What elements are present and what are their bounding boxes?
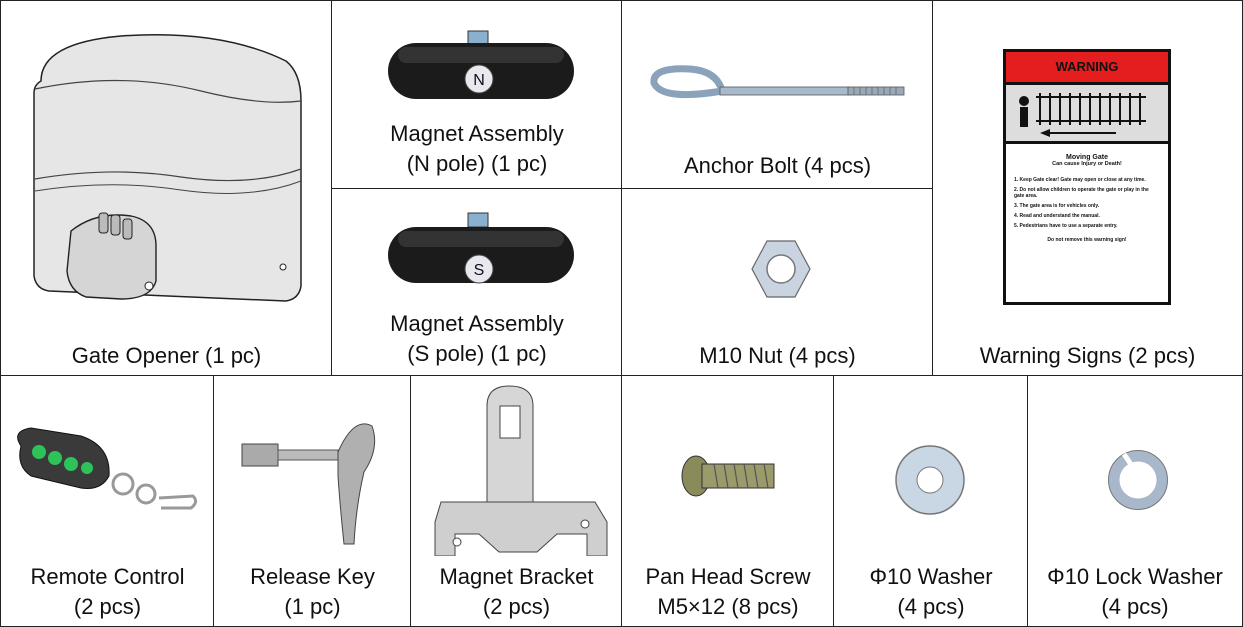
magnet-n-image: N [388,30,574,99]
warning-sign-title: Moving Gate [1065,154,1108,161]
anchor-bolt-image [650,65,905,99]
magnet-s-pole-label: S [474,262,485,279]
magnet-n-cell: N Magnet Assembly (N pole) (1 pc) [331,0,623,190]
pan-head-screw-image [681,455,775,497]
gate-opener-image [33,34,302,302]
magnet-bracket-cell: Magnet Bracket (2 pcs) [410,375,623,627]
gate-opener-cell: Gate Opener (1 pc) [0,0,333,377]
remote-control-label-line2: (2 pcs) [73,594,142,619]
washer-label-line1: Φ10 Washer [869,564,993,589]
warning-sign-rule: 1. Keep Gate clear! Gate may open or clo… [1014,177,1146,183]
lock-washer-cell: Φ10 Lock Washer (4 pcs) [1027,375,1243,627]
magnet-bracket-image [434,385,608,556]
lock-washer-image [1108,450,1168,510]
gate-pictogram-icon [1019,93,1146,137]
washer-cell: Φ10 Washer (4 pcs) [833,375,1029,627]
warning-sign-rule: 3. The gate area is for vehicles only. [1014,203,1100,209]
release-key-label-line2: (1 pc) [284,594,341,619]
m10-nut-label: M10 Nut (4 pcs) [699,343,856,368]
magnet-s-image: S [388,212,574,284]
pan-head-screw-cell: Pan Head Screw M5×12 (8 pcs) [621,375,835,627]
remote-control-label-line1: Remote Control [30,564,185,589]
lock-washer-label-line1: Φ10 Lock Washer [1047,564,1223,589]
warning-sign-subtitle: Can cause Injury or Death! [1052,161,1122,167]
magnet-bracket-label-line1: Magnet Bracket [439,564,594,589]
release-key-cell: Release Key (1 pc) [213,375,412,627]
release-key-label-line1: Release Key [250,564,375,589]
magnet-s-label-line2: (S pole) (1 pc) [407,341,547,366]
magnet-s-cell: S Magnet Assembly (S pole) (1 pc) [331,188,623,377]
lock-washer-label-line2: (4 pcs) [1101,594,1169,619]
washer-image [895,445,965,515]
remote-control-image [17,427,198,510]
magnet-n-pole-label: N [473,72,485,89]
warning-sign-image: WARNING Moving Gate C [1003,49,1171,305]
magnet-bracket-label-line2: (2 pcs) [482,594,551,619]
warning-signs-cell: WARNING Moving Gate C [932,0,1243,377]
remote-control-cell: Remote Control (2 pcs) [0,375,215,627]
warning-sign-rule: 4. Read and understand the manual. [1014,213,1100,219]
magnet-s-label-line1: Magnet Assembly [390,311,564,336]
warning-sign-footer: Do not remove this warning sign! [1047,237,1127,243]
warning-sign-rule: 2. Do not allow children to operate the … [1014,187,1149,199]
washer-label-line2: (4 pcs) [897,594,965,619]
warning-sign-rule: 5. Pedestrians have to use a separate en… [1014,223,1118,229]
warning-signs-label: Warning Signs (2 pcs) [979,343,1196,368]
magnet-n-label-line1: Magnet Assembly [390,121,564,146]
gate-opener-label: Gate Opener (1 pc) [71,343,262,368]
pan-head-screw-label-line1: Pan Head Screw [645,564,811,589]
anchor-bolt-label: Anchor Bolt (4 pcs) [683,153,872,178]
warning-sign-header: WARNING [1055,59,1119,74]
m10-nut-image [751,240,811,298]
pan-head-screw-label-line2: M5×12 (8 pcs) [657,594,799,619]
magnet-n-label-line2: (N pole) (1 pc) [406,151,548,176]
release-key-image [241,423,376,545]
anchor-bolt-cell: Anchor Bolt (4 pcs) [621,0,934,190]
m10-nut-cell: M10 Nut (4 pcs) [621,188,934,377]
